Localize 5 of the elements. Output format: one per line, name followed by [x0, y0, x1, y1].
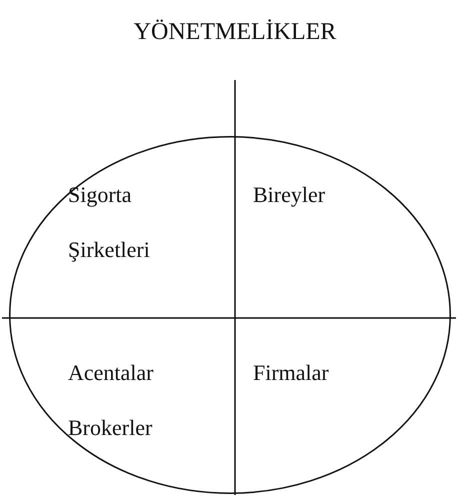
sector-label: Firmalar [253, 345, 368, 400]
title: YÖNETMELİKLER [132, 18, 338, 47]
sector-label: Sigorta Şirketleri [68, 167, 183, 277]
sector-label: Bireyler [253, 167, 368, 222]
sector-label: Acentalar Brokerler [68, 345, 183, 455]
